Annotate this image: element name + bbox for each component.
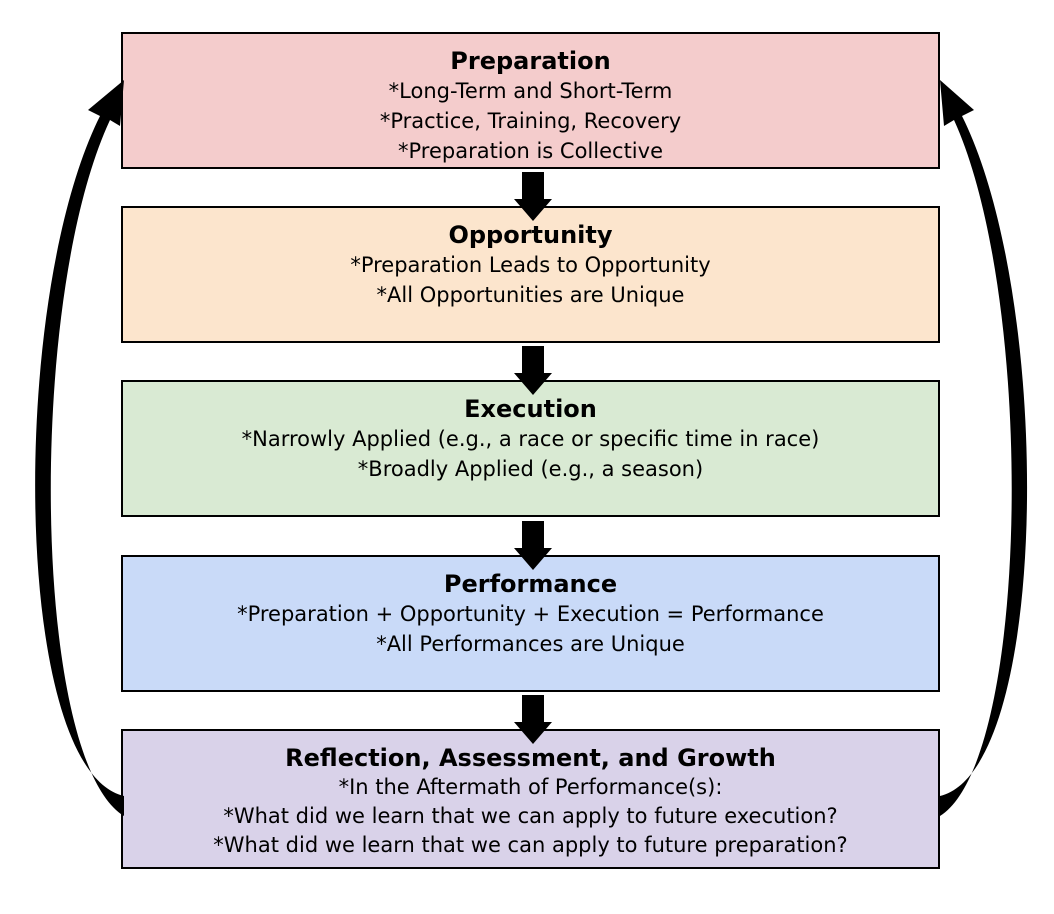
stage-line: *What did we learn that we can apply to …	[213, 833, 848, 857]
stage-preparation: Preparation *Long-Term and Short-Term *P…	[121, 32, 940, 169]
stage-title: Execution	[464, 395, 597, 423]
stage-reflection: Reflection, Assessment, and Growth *In t…	[121, 729, 940, 869]
stage-line: *Practice, Training, Recovery	[379, 109, 682, 133]
stage-line: *Long-Term and Short-Term	[388, 79, 673, 103]
loop-arrow-right-icon	[940, 80, 1028, 816]
stage-title: Reflection, Assessment, and Growth	[285, 744, 776, 772]
stage-line: *Preparation is Collective	[397, 139, 663, 163]
stage-line: *All Opportunities are Unique	[376, 283, 685, 307]
stage-line: *Broadly Applied (e.g., a season)	[357, 457, 704, 481]
stage-line: *What did we learn that we can apply to …	[223, 804, 838, 828]
stage-line: *Preparation Leads to Opportunity	[350, 253, 711, 277]
stage-execution: Execution *Narrowly Applied (e.g., a rac…	[121, 380, 940, 517]
stage-line: *All Performances are Unique	[376, 632, 685, 656]
stage-opportunity: Opportunity *Preparation Leads to Opport…	[121, 206, 940, 343]
stage-performance: Performance *Preparation + Opportunity +…	[121, 555, 940, 692]
stage-line: *In the Aftermath of Performance(s):	[338, 775, 723, 799]
loop-arrow-left-icon	[35, 80, 124, 816]
stage-title: Opportunity	[448, 221, 613, 249]
stage-title: Preparation	[450, 47, 611, 75]
stage-line: *Preparation + Opportunity + Execution =…	[237, 602, 824, 626]
stage-line: *Narrowly Applied (e.g., a race or speci…	[241, 427, 820, 451]
stage-title: Performance	[443, 570, 618, 598]
